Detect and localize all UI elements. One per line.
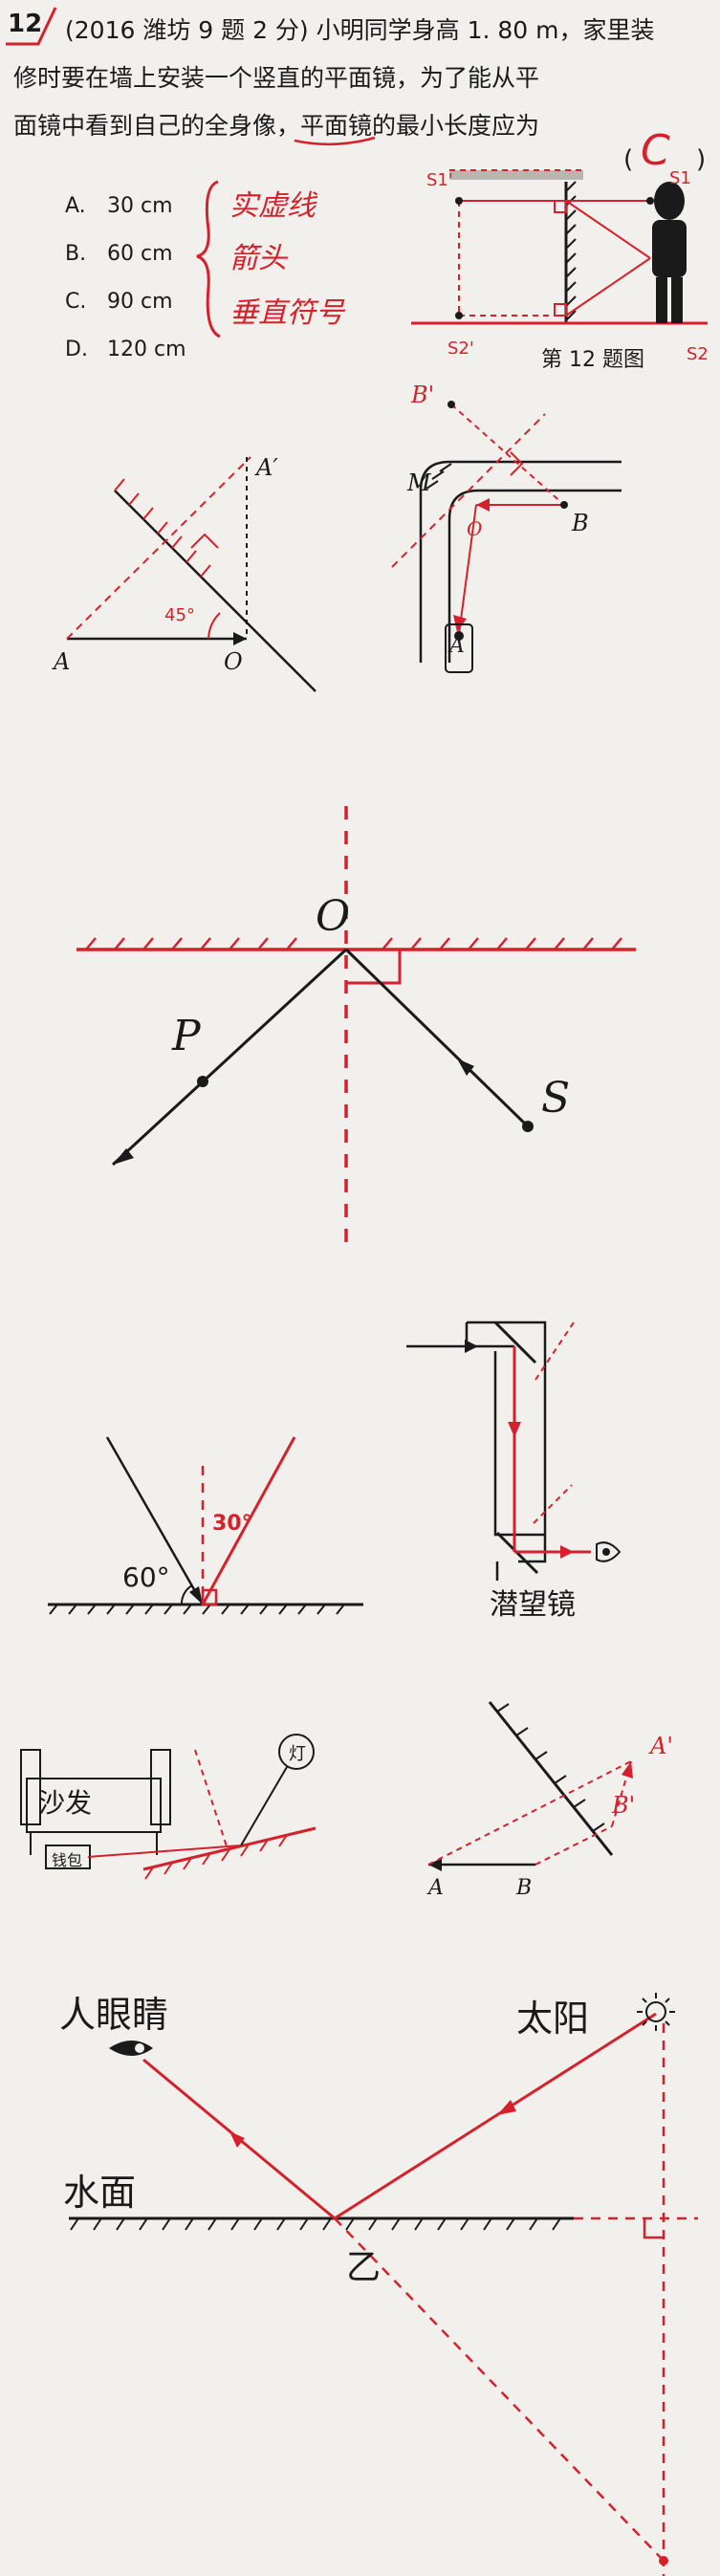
answer-paren-open: ( [623,145,634,174]
option-b-label: B. [65,242,87,266]
label-angle-45: 45° [164,605,195,625]
label-sun: 太阳 [516,1997,590,2040]
answer-paren-close: ) [696,145,707,174]
label-o: O [316,892,351,941]
question-number-circle [6,7,57,46]
option-a-label: A. [65,194,86,218]
sun-icon [637,1993,675,2031]
label-o-left: O [224,648,243,675]
label-m: M [407,469,431,496]
label-p: P [172,1012,201,1060]
question-number: 12 [8,10,43,38]
label-s1: S1 [669,168,691,188]
panel-5-sofa-mirror: 沙发 钱包 灯 A B A' B' [0,1692,720,1937]
label-lamp: 灯 [289,1744,306,1764]
panel-3-diagram [76,806,636,1246]
question-line-2: 修时要在墙上安装一个竖直的平面镜，为了能从平 [13,64,540,92]
panel-6-diagram [69,1993,698,2576]
option-a-text: 30 cm [107,194,173,218]
label-angle-60: 60° [122,1561,170,1593]
question-12-panel: 12 (2016 潍坊 9 题 2 分) 小明同学身高 1. 80 m，家里装 … [0,0,720,376]
panel-6-water-surface: 太阳 人眼睛 水面 乙 [0,1937,720,2576]
label-yi: 乙 [346,2248,382,2287]
label-s: S [541,1074,571,1123]
label-periscope: 潜望镜 [490,1588,576,1622]
notes-brace [196,180,221,338]
note-solid-dashed: 实虚线 [229,189,316,223]
panel-4-periscope: 60° 30° 潜望镜 [0,1294,720,1692]
figure-12 [411,169,708,325]
label-b-p5: B [516,1876,533,1900]
label-angle-30: 30° [212,1512,252,1536]
panel-4-diagram [48,1321,622,1615]
option-d-label: D. [65,338,88,361]
figure-caption: 第 12 题图 [541,348,644,372]
answer-mark: C [641,126,670,175]
label-a-prime-left: A′ [256,454,278,481]
label-s2-prime: S2' [447,338,474,359]
option-b-text: 60 cm [107,242,173,266]
panel-2-mirror-figures: A′ A O 45° B' M B O A [0,376,720,777]
note-perpendicular: 垂直符号 [229,296,344,330]
label-a-right: A [449,634,465,658]
panel-3-reflection: O P S [0,777,720,1294]
question-line-3: 面镜中看到自己的全身像，平面镜的最小长度应为 [13,112,540,140]
label-a-left: A [54,648,71,675]
panel-2-diagram [66,401,622,692]
question-line-1: (2016 潍坊 9 题 2 分) 小明同学身高 1. 80 m，家里装 [65,16,655,44]
label-b-right: B [572,510,589,536]
label-o-right: O [467,517,483,540]
label-eye: 人眼睛 [59,1994,169,2036]
label-water: 水面 [63,2172,137,2214]
label-a-p5: A [428,1876,444,1900]
option-c-label: C. [65,290,87,314]
label-a-prime-p5: A' [650,1733,673,1759]
panel-5-diagram [20,1701,633,1880]
label-b-prime: B' [411,382,435,408]
label-b-prime-p5: B' [612,1792,636,1819]
eye-icon [109,2041,153,2056]
label-sofa: 沙发 [38,1787,93,1819]
label-s1-prime: S1' [426,170,453,190]
label-s2: S2 [687,344,709,364]
full-image-underline [294,136,376,146]
option-d-text: 120 cm [107,338,186,361]
note-arrow: 箭头 [229,242,287,275]
label-wallet: 钱包 [52,1851,83,1869]
option-c-text: 90 cm [107,290,173,314]
